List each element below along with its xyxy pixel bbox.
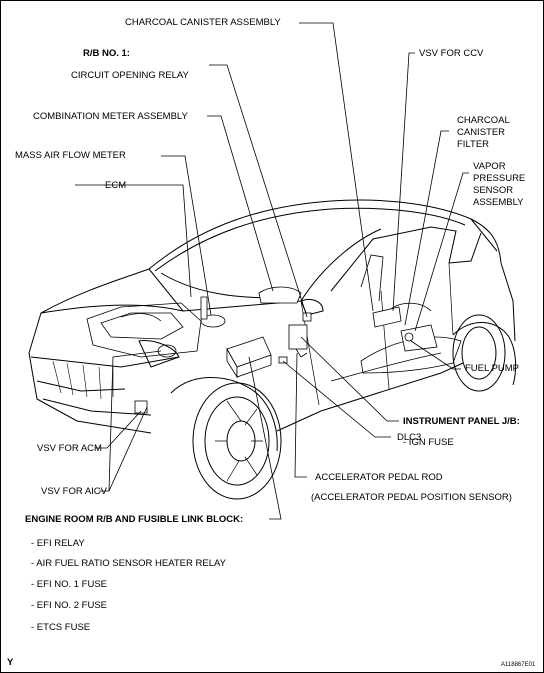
- label-charcoal-canister-filter-3: FILTER: [457, 139, 490, 150]
- label-vapor-pressure-2: PRESSURE: [473, 173, 526, 184]
- label-mass-air-flow-meter: MASS AIR FLOW METER: [15, 150, 126, 161]
- label-ign-fuse: - IGN FUSE: [403, 437, 454, 448]
- leader-lines: [75, 22, 469, 520]
- label-engine-room-rb-heading: ENGINE ROOM R/B AND FUSIBLE LINK BLOCK:: [25, 514, 244, 525]
- label-accelerator-pedal-position-sensor: (ACCELERATOR PEDAL POSITION SENSOR): [311, 492, 512, 503]
- label-charcoal-canister-filter-2: CANISTER: [457, 127, 506, 138]
- engine-bay: [86, 296, 308, 414]
- label-vapor-pressure-4: ASSEMBLY: [473, 197, 524, 208]
- cabin-components: [258, 254, 384, 364]
- label-dlc3: DLC3: [397, 432, 422, 443]
- label-instrument-panel-jb-heading: INSTRUMENT PANEL J/B:: [403, 416, 520, 427]
- label-fuel-pump: FUEL PUMP: [465, 363, 520, 374]
- label-charcoal-canister-filter-1: CHARCOAL: [457, 115, 510, 126]
- figure-code: A118867E01: [501, 662, 536, 668]
- label-vsv-for-ccv: VSV FOR CCV: [419, 48, 484, 59]
- corner-mark: Y: [7, 657, 14, 668]
- label-vapor-pressure-1: VAPOR: [473, 161, 506, 172]
- label-rb-no1-heading: R/B NO. 1:: [83, 48, 130, 59]
- car-body-outline: [28, 199, 517, 500]
- fuel-system: [330, 302, 462, 382]
- label-ecm: ECM: [105, 180, 127, 191]
- label-etcs-fuse: - ETCS FUSE: [31, 622, 91, 633]
- label-vsv-for-aicv: VSV FOR AICV: [41, 486, 107, 497]
- label-efi-no1-fuse: - EFI NO. 1 FUSE: [31, 579, 108, 590]
- label-circuit-opening-relay: CIRCUIT OPENING RELAY: [71, 70, 189, 81]
- label-efi-relay: - EFI RELAY: [31, 538, 85, 549]
- label-af-sensor-heater-relay: - AIR FUEL RATIO SENSOR HEATER RELAY: [31, 558, 226, 569]
- label-charcoal-canister-assembly: CHARCOAL CANISTER ASSEMBLY: [125, 17, 281, 28]
- label-efi-no2-fuse: - EFI NO. 2 FUSE: [31, 600, 108, 611]
- label-combination-meter-assembly: COMBINATION METER ASSEMBLY: [33, 111, 188, 122]
- label-accelerator-pedal-rod: ACCELERATOR PEDAL ROD: [315, 472, 443, 483]
- label-vapor-pressure-3: SENSOR: [473, 185, 514, 196]
- label-vsv-for-acm: VSV FOR ACM: [37, 443, 102, 454]
